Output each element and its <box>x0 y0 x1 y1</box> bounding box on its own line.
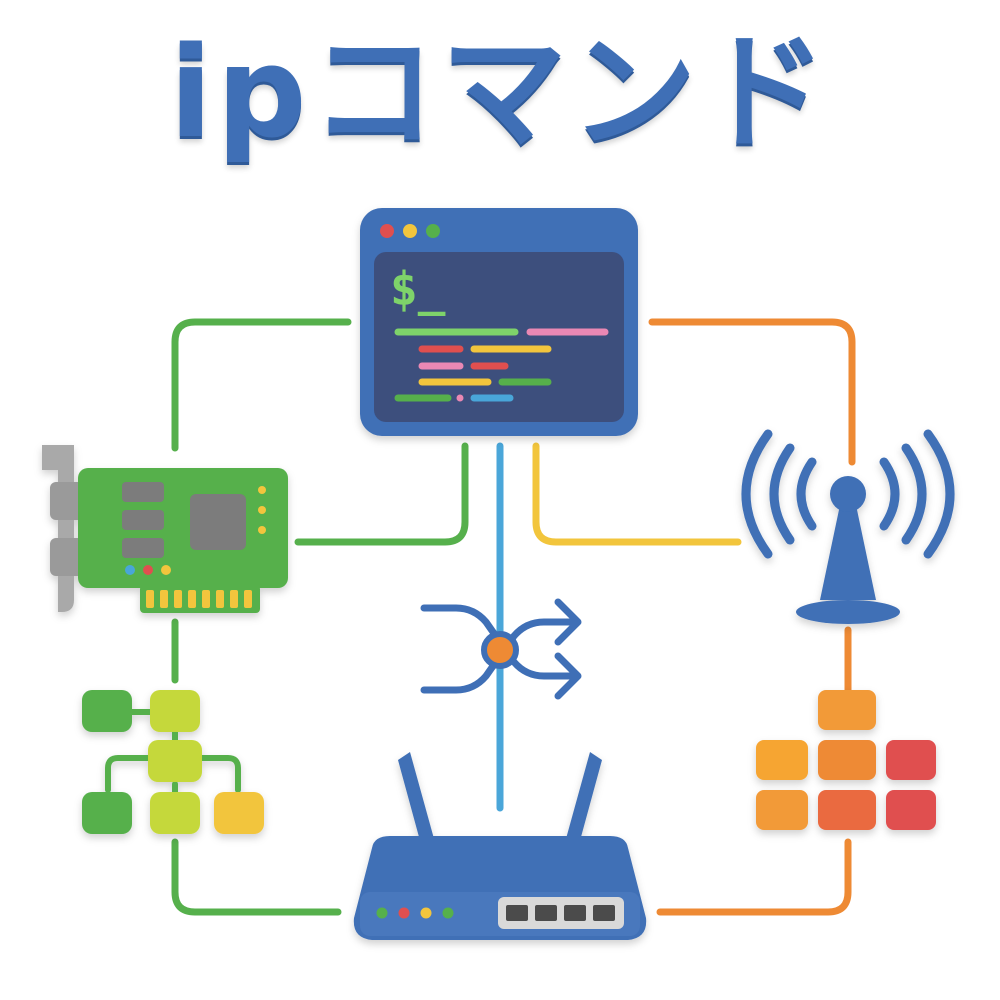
terminal-icon: $_ <box>360 208 638 436</box>
wireless-antenna-icon <box>741 429 955 624</box>
router-icon <box>353 752 647 940</box>
firewall-bricks-icon <box>756 690 936 830</box>
line-terminal-to-nic <box>171 318 352 452</box>
terminal-prompt: $_ <box>390 262 446 316</box>
line-firewall-to-router <box>656 838 852 916</box>
line-terminal-down-yellow <box>532 442 742 546</box>
page-title: ipコマンド <box>169 19 831 166</box>
line-terminal-down-green <box>294 442 469 546</box>
tree-hierarchy-icon <box>82 690 264 834</box>
line-tree-to-router <box>171 838 342 916</box>
line-terminal-to-antenna <box>648 318 856 466</box>
network-card-icon <box>42 445 288 613</box>
routing-arrows-icon <box>420 598 582 700</box>
code-lines <box>394 328 609 402</box>
connector-lines <box>171 318 856 916</box>
